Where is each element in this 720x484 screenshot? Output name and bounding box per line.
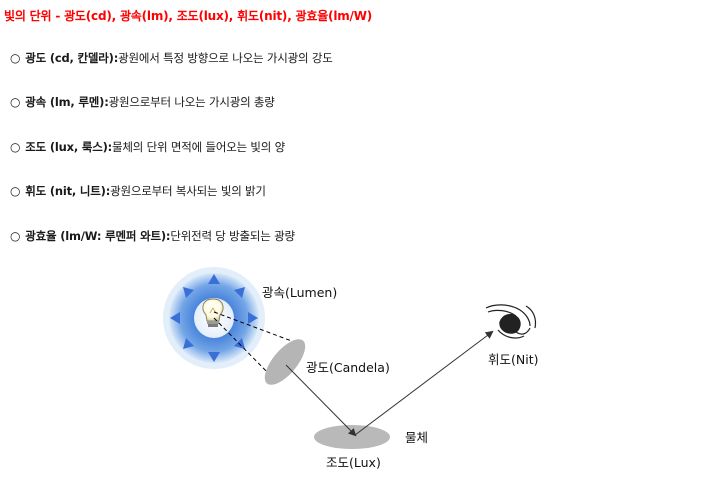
luminous-flux-label: 광속(Lumen): [262, 285, 337, 300]
bullet-icon: ○: [10, 95, 21, 109]
definition-description: 광원으로부터 나오는 가시광의 총량: [108, 95, 275, 109]
page-title: 빛의 단위 - 광도(cd), 광속(lm), 조도(lux), 휘도(nit)…: [4, 9, 373, 23]
definition-list: ○ 광도 (cd, 칸델라): 광원에서 특정 방향으로 나오는 가시광의 강도…: [10, 50, 333, 273]
definition-term: 광속 (lm, 루멘):: [25, 95, 109, 109]
light-bulb-icon: [202, 298, 224, 327]
bullet-icon: ○: [10, 184, 21, 198]
arrow-icon: [208, 274, 220, 284]
definition-lux: ○ 조도 (lux, 룩스): 물체의 단위 면적에 들어오는 빛의 양: [10, 139, 333, 154]
eye-icon: [485, 304, 537, 339]
definition-nit: ○ 휘도 (nit, 니트): 광원으로부터 복사되는 빛의 밝기: [10, 184, 333, 199]
arrow-icon: [248, 312, 258, 324]
illuminance-label: 조도(Lux): [326, 455, 381, 470]
arrow-icon: [170, 312, 180, 324]
arrow-icon: [183, 338, 194, 349]
candela-ellipse: [264, 339, 306, 385]
light-path: [285, 330, 494, 437]
definition-efficacy: ○ 광효율 (lm/W: 루멘퍼 와트): 단위전력 당 방출되는 광량: [10, 228, 333, 243]
arrow-icon: [208, 352, 220, 362]
definition-lumen: ○ 광속 (lm, 루멘): 광원으로부터 나오는 가시광의 총량: [10, 95, 333, 110]
definition-term: 광효율 (lm/W: 루멘퍼 와트):: [25, 228, 171, 243]
bullet-icon: ○: [10, 228, 21, 243]
definition-description: 단위전력 당 방출되는 광량: [170, 228, 295, 243]
definition-term: 조도 (lux, 룩스):: [25, 139, 113, 154]
object-ellipse: [314, 425, 390, 449]
definition-description: 광원으로부터 복사되는 빛의 밝기: [110, 184, 266, 198]
luminous-intensity-label: 광도(Candela): [306, 360, 390, 375]
bullet-icon: ○: [10, 50, 21, 65]
luminance-label: 휘도(Nit): [488, 352, 538, 367]
definition-description: 광원에서 특정 방향으로 나오는 가시광의 강도: [118, 50, 333, 65]
definition-term: 휘도 (nit, 니트):: [25, 184, 111, 198]
definition-description: 물체의 단위 면적에 들어오는 빛의 양: [112, 139, 286, 154]
candela-cone: [213, 311, 306, 385]
bullet-icon: ○: [10, 139, 21, 154]
definition-term: 광도 (cd, 칸델라):: [25, 50, 119, 65]
definition-candela: ○ 광도 (cd, 칸델라): 광원에서 특정 방향으로 나오는 가시광의 강도: [10, 50, 333, 65]
flux-arrows: [170, 274, 258, 362]
object-label: 물체: [405, 430, 428, 445]
arrow-icon: [183, 287, 194, 298]
arrow-icon: [234, 287, 245, 298]
